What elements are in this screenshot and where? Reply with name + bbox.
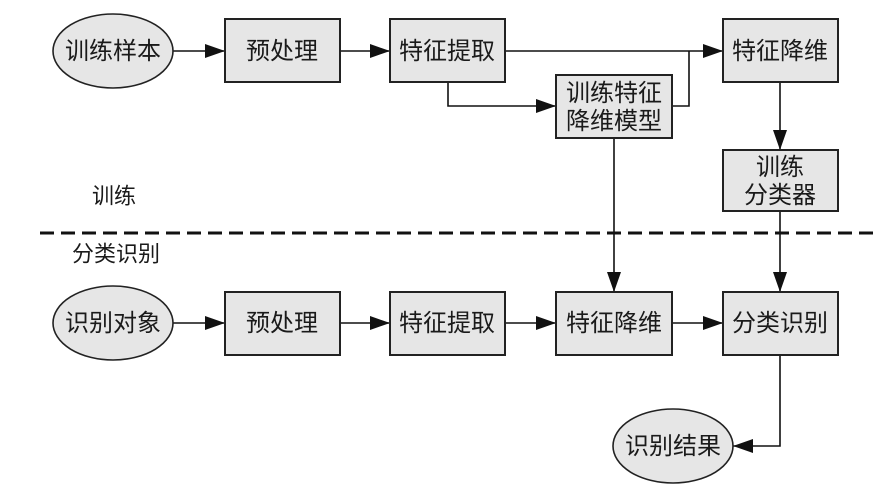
- node-train-feature-extract: 特征提取: [389, 18, 506, 83]
- node-label-line2: 降维模型: [566, 107, 662, 135]
- node-label: 特征降维: [732, 37, 828, 65]
- node-label: 特征降维: [566, 309, 662, 337]
- node-label: 预处理: [246, 309, 318, 337]
- node-train-feature-reduce: 特征降维: [722, 18, 839, 83]
- node-recog-feature-extract: 特征提取: [389, 291, 506, 356]
- edge-classify-to-result: [733, 355, 781, 453]
- node-train-sample: 训练样本: [52, 13, 174, 89]
- node-label: 特征提取: [399, 37, 495, 65]
- edge-model-to-reduce: [672, 51, 690, 107]
- node-train-classifier: 训练 分类器: [722, 149, 839, 212]
- node-label-line2: 分类器: [744, 181, 816, 209]
- node-label-line1: 训练特征: [566, 79, 662, 107]
- node-label: 分类识别: [732, 309, 828, 337]
- node-label: 识别结果: [625, 432, 721, 460]
- node-recog-feature-reduce: 特征降维: [555, 291, 673, 356]
- node-recog-object: 识别对象: [52, 285, 174, 361]
- node-train-preprocess: 预处理: [224, 18, 341, 83]
- section-label-classify: 分类识别: [72, 243, 160, 268]
- edge-extract-to-model: [447, 82, 556, 113]
- node-label: 识别对象: [65, 309, 161, 337]
- node-recog-preprocess: 预处理: [224, 291, 341, 356]
- node-recog-result: 识别结果: [612, 408, 734, 484]
- node-label: 预处理: [246, 37, 318, 65]
- node-recog-classify: 分类识别: [722, 291, 839, 356]
- section-label-train: 训练: [92, 185, 136, 210]
- node-label: 特征提取: [399, 309, 495, 337]
- node-label-line1: 训练: [756, 153, 804, 181]
- node-train-reduction-model: 训练特征 降维模型: [555, 74, 673, 139]
- node-label: 训练样本: [65, 37, 161, 65]
